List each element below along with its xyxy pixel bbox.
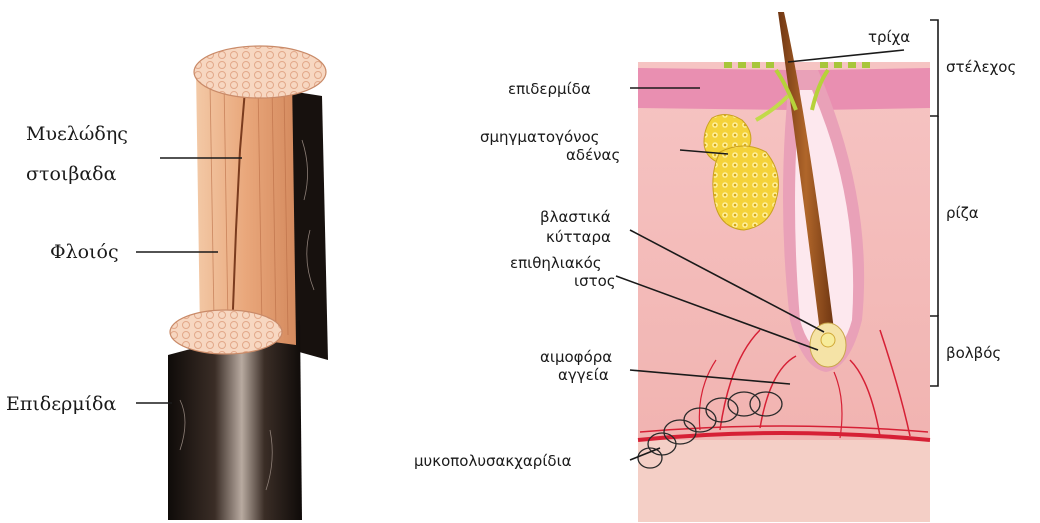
label-aimofora-line1: αιμοφόρα bbox=[540, 348, 612, 366]
label-volvos: βολβός bbox=[946, 344, 1001, 362]
middle-cross-section bbox=[170, 310, 282, 354]
label-vlastika-line2: κύτταρα bbox=[546, 228, 611, 246]
hair-shaft-cutaway bbox=[168, 46, 328, 520]
label-smigmatogonos-line1: σμηγματογόνος bbox=[480, 128, 600, 146]
label-epidermida-right: επιδερμίδα bbox=[508, 80, 591, 98]
label-tricha: τρίχα bbox=[868, 28, 910, 46]
deep-tissue bbox=[638, 440, 930, 522]
label-epithiliakos-line2: ιστος bbox=[574, 272, 616, 290]
label-epithiliakos-line1: επιθηλιακός bbox=[510, 254, 602, 272]
label-epidermida-left: Επιδερμίδα bbox=[6, 393, 116, 415]
label-myelode-line2: στοιβαδα bbox=[26, 163, 117, 185]
label-mykopolysakcharidia: μυκοπολυσακχαρίδια bbox=[414, 452, 572, 470]
label-floios: Φλοιός bbox=[50, 241, 119, 263]
label-stelechos: στέλεχος bbox=[946, 58, 1016, 76]
label-vlastika-line1: βλαστικά bbox=[540, 208, 611, 226]
region-brackets bbox=[930, 20, 938, 386]
label-smigmatogonos-line2: αδένας bbox=[566, 146, 620, 164]
germ-cells bbox=[821, 333, 835, 347]
top-cross-section bbox=[194, 46, 326, 98]
epidermis-layer bbox=[638, 68, 790, 110]
label-aimofora-line2: αγγεία bbox=[558, 366, 609, 384]
epidermis-layer-right bbox=[818, 68, 930, 110]
cortex-section bbox=[196, 70, 296, 345]
label-myelode-line1: Μυελώδης bbox=[26, 123, 128, 145]
label-riza: ρίζα bbox=[946, 204, 979, 222]
